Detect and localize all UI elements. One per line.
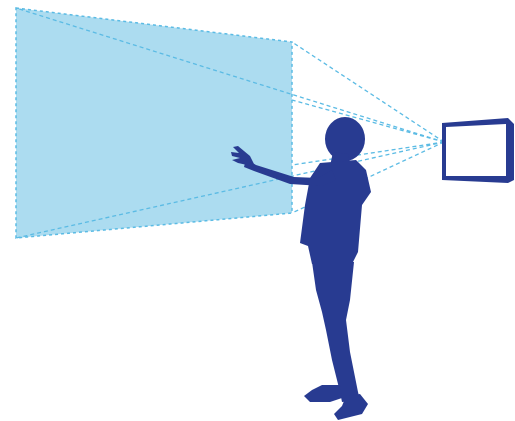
projector-box-icon	[442, 118, 514, 183]
ray-top-right	[292, 42, 444, 142]
person-silhouette-icon	[231, 117, 371, 420]
person-legs	[312, 262, 360, 402]
ray-inner-lower	[292, 142, 444, 165]
projection-surface	[16, 8, 292, 238]
person-torso	[300, 160, 371, 264]
ray-inner-upper	[292, 100, 444, 142]
person-foot-back	[304, 385, 342, 402]
